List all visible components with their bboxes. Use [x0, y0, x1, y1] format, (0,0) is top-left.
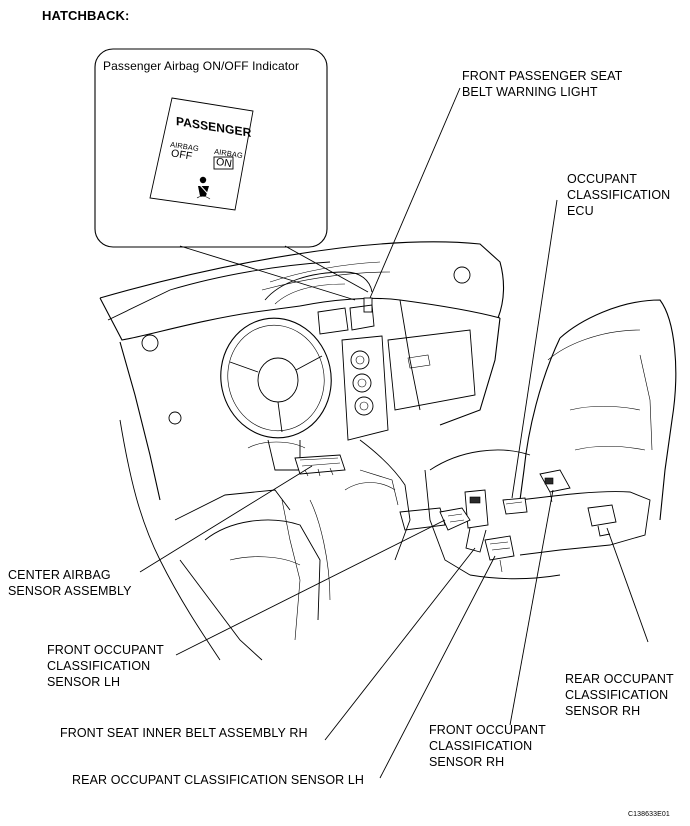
indicator-panel: [149, 97, 254, 211]
occupant-classification-ecu-part: [502, 497, 528, 515]
label-front-occupant-classification-sensor-lh: FRONT OCCUPANT CLASSIFICATION SENSOR LH: [47, 643, 164, 689]
center-console: [309, 439, 446, 601]
label-front-occupant-classification-sensor-rh: FRONT OCCUPANT CLASSIFICATION SENSOR RH: [429, 723, 546, 769]
label-rear-occupant-classification-sensor-rh: REAR OCCUPANT CLASSIFICATION SENSOR RH: [565, 672, 674, 718]
on-label: ON: [215, 155, 233, 171]
figure-code: C138633E01: [628, 811, 670, 818]
front-occupant-sensor-rh-part: [484, 535, 515, 573]
front-seat-inner-belt-part: [439, 489, 489, 553]
label-occupant-classification-ecu: OCCUPANT CLASSIFICATION ECU: [567, 172, 671, 218]
seatbelt-person-icon: [196, 176, 211, 200]
label-rear-occupant-classification-sensor-lh: REAR OCCUPANT CLASSIFICATION SENSOR LH: [72, 773, 365, 787]
on-indicator-box: [213, 156, 234, 170]
label-front-seat-inner-belt-assembly-rh: FRONT SEAT INNER BELT ASSEMBLY RH: [60, 726, 308, 740]
passenger-seat: [424, 299, 677, 580]
heading: HATCHBACK:: [42, 8, 130, 23]
callout-box: [94, 48, 328, 248]
center-airbag-sensor-part: [294, 454, 346, 477]
callout-title: Passenger Airbag ON/OFF Indicator: [103, 59, 300, 73]
leader-lines: [139, 87, 649, 779]
rear-occupant-sensor-rh-part: [539, 469, 617, 537]
dashboard: [99, 241, 505, 501]
steering-wheel: [220, 317, 332, 471]
off-label: OFF: [170, 147, 194, 163]
label-center-airbag-sensor-assembly: CENTER AIRBAG SENSOR ASSEMBLY: [8, 568, 132, 598]
label-front-passenger-seat-belt-warning-light: FRONT PASSENGER SEAT BELT WARNING LIGHT: [462, 69, 623, 99]
